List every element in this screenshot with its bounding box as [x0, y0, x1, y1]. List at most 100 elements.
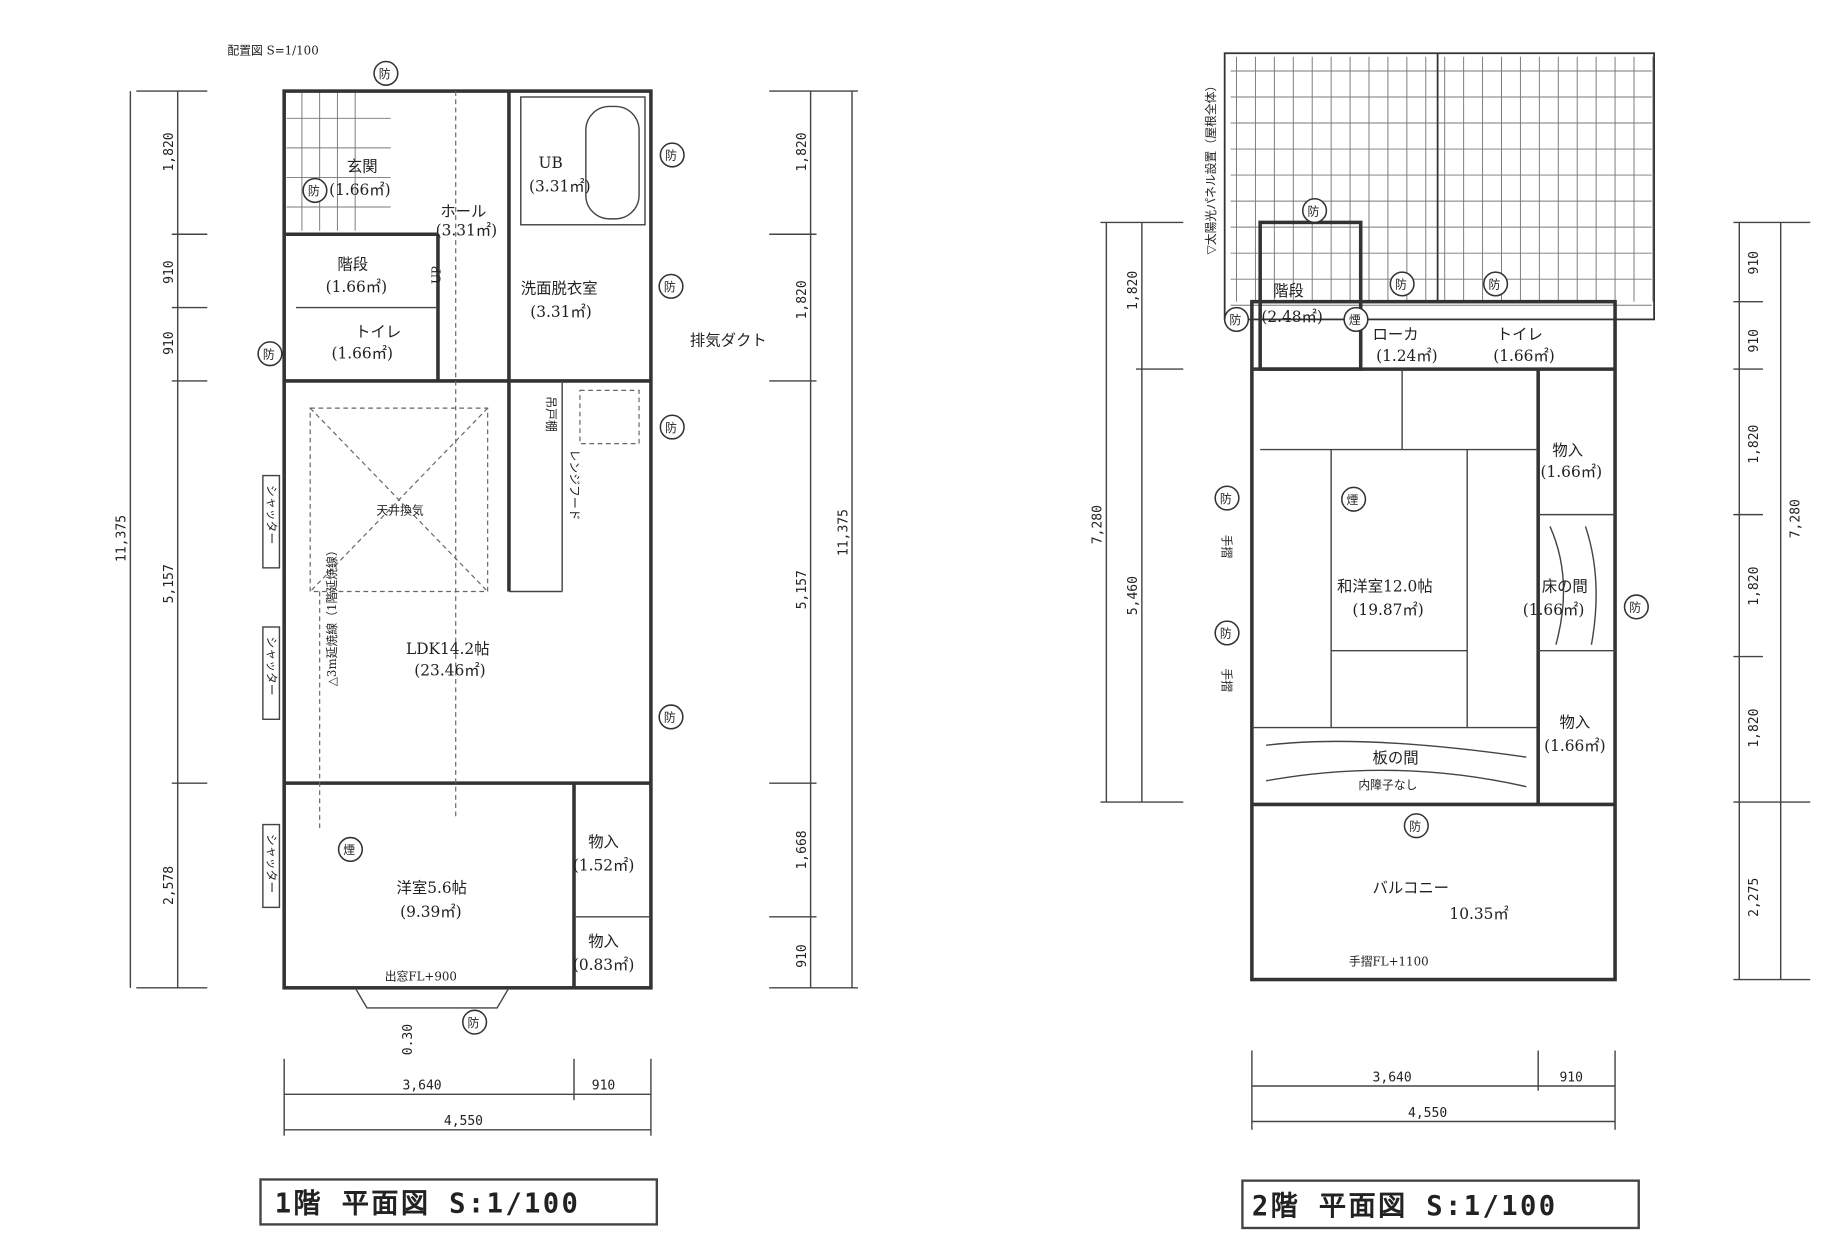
- smoke-detector-mark: 煙: [1341, 486, 1367, 512]
- room-closet2-name: 物入: [588, 932, 619, 950]
- security-mark: 防: [1301, 197, 1328, 224]
- security-mark: 防: [1482, 271, 1509, 297]
- shutters: シャッター シャッター シャッター: [262, 474, 281, 909]
- dim-bottom-910: 910: [592, 1079, 615, 1094]
- ceiling-vent-label: 天井換気: [376, 504, 423, 518]
- security-mark-circle: [302, 177, 328, 204]
- smoke-detector-mark-circle: [1341, 486, 1367, 512]
- f2-dim-left-1820: 1,820: [1126, 271, 1141, 310]
- dim-left-910a: 910: [162, 260, 177, 283]
- f2-woodfloor-note: 内障子なし: [1358, 778, 1417, 792]
- security-mark-circle: [659, 142, 685, 168]
- floor2-title: 2階 平面図 S:1/100: [1252, 1191, 1558, 1222]
- f2-dim-bottom-3640: 3,640: [1373, 1070, 1412, 1085]
- f2-closet1-name: 物入: [1552, 441, 1583, 459]
- security-mark-label: 防: [1229, 313, 1241, 327]
- dim-right-1668: 1,668: [795, 830, 810, 869]
- f2-dim-bottom-4550: 4,550: [1408, 1106, 1447, 1121]
- security-mark-label: 防: [1488, 278, 1500, 292]
- handrail-label: 手摺: [1219, 668, 1233, 692]
- security-mark-circle: [257, 341, 283, 367]
- security-mark: 防: [658, 704, 684, 730]
- security-mark-label: 防: [1220, 627, 1232, 641]
- smoke-detector-mark-label: 煙: [1347, 493, 1359, 507]
- f2-dim-right-910a: 910: [1747, 251, 1762, 274]
- dim-right-1820b: 1,820: [795, 280, 810, 319]
- solar-note: ▽太陽光パネル設置（屋根全体）: [1204, 80, 1218, 255]
- security-mark-circle: [658, 273, 684, 299]
- security-mark-circle: [658, 704, 684, 730]
- f2-balcony-name: バルコニー: [1373, 879, 1450, 897]
- f2-balcony-area: 10.35㎡: [1449, 905, 1508, 923]
- f2-dim-right-1820a: 1,820: [1747, 425, 1762, 464]
- security-mark-circle: [1223, 306, 1250, 333]
- security-mark-circle: [1623, 594, 1649, 620]
- security-mark-circle: [1301, 197, 1328, 224]
- dim-bottom-3640: 3,640: [402, 1079, 441, 1094]
- floor1-dimensions: [129, 90, 858, 1136]
- dim-right-total: 11,375: [836, 509, 851, 556]
- floor1-plan: 玄関 (1.66㎡) UB (3.31㎡) ホール (3.31㎡) 階段 (1.…: [115, 89, 858, 1226]
- security-mark: 防: [373, 60, 399, 86]
- f2-corridor-area: (1.24㎡): [1376, 347, 1438, 365]
- security-mark-circle: [373, 60, 399, 86]
- room-hall-area: (3.31㎡): [436, 221, 498, 239]
- roof-tiles: [1230, 56, 1654, 306]
- room-ldk-area: (23.46㎡): [414, 662, 485, 680]
- security-mark-label: 防: [308, 184, 320, 198]
- security-mark-label: 防: [664, 280, 676, 294]
- room-washroom-area: (3.31㎡): [530, 303, 592, 321]
- room-closet1-area: (1.52㎡): [573, 857, 635, 875]
- f2-main-name: 和洋室12.0帖: [1337, 578, 1433, 596]
- security-mark-circle: [1214, 620, 1240, 646]
- security-mark-label: 防: [1307, 204, 1319, 218]
- security-mark: 防: [1623, 594, 1649, 620]
- security-mark-label: 防: [1629, 601, 1641, 615]
- security-mark: 防: [1214, 485, 1240, 511]
- f2-dim-bottom-910: 910: [1559, 1070, 1582, 1085]
- entrance-tiles: [286, 92, 391, 231]
- f2-dim-right-total: 7,280: [1789, 499, 1804, 538]
- shutter-label: シャッター: [265, 485, 279, 544]
- offset-label: 0.30: [401, 1024, 416, 1055]
- f2-stairs-name: 階段: [1273, 282, 1304, 300]
- floor2-title-box: [1241, 1179, 1640, 1230]
- bay-window-label: 出窓FL+900: [385, 970, 457, 984]
- security-mark: 防: [1389, 271, 1415, 297]
- f2-closet2-area: (1.66㎡): [1544, 737, 1606, 755]
- smoke-detector-mark-label: 煙: [1349, 313, 1361, 327]
- dim-left-5157: 5,157: [162, 564, 177, 603]
- security-mark-label: 防: [665, 421, 677, 435]
- security-mark-label: 防: [468, 1016, 480, 1030]
- room-entrance-area: (1.66㎡): [329, 181, 391, 199]
- security-mark-circle: [462, 1009, 488, 1035]
- fire-line-label: △3m延焼線（1階延焼線）: [325, 544, 339, 686]
- floor1-outer-wall: [282, 89, 653, 990]
- smoke-detector-mark-label: 煙: [343, 843, 355, 857]
- f2-woodfloor-name: 板の間: [1373, 749, 1419, 767]
- room-western-name: 洋室5.6帖: [397, 879, 468, 897]
- room-stairs-area: (1.66㎡): [326, 278, 388, 296]
- room-bath-name: UB: [539, 154, 563, 172]
- f2-alcove-name: 床の間: [1542, 578, 1588, 596]
- f2-dim-right-1820b: 1,820: [1747, 567, 1762, 606]
- f2-closet1-area: (1.66㎡): [1541, 463, 1603, 481]
- security-mark: 防: [658, 273, 684, 299]
- security-mark: 防: [1214, 620, 1240, 646]
- dim-right-910: 910: [795, 944, 810, 967]
- room-western-area: (9.39㎡): [400, 903, 462, 921]
- range-hood-label: レンジフード: [567, 450, 581, 521]
- floor2-outer-wall: [1250, 299, 1617, 982]
- smoke-detector-mark-circle: [337, 836, 364, 863]
- floor1-title-box: [259, 1178, 659, 1226]
- room-washroom-name: 洗面脱衣室: [521, 279, 598, 297]
- security-mark-circle: [1389, 271, 1415, 297]
- f2-dim-left-total: 7,280: [1091, 505, 1106, 544]
- f2-toilet-area: (1.66㎡): [1493, 347, 1555, 365]
- security-mark: 防: [1403, 813, 1429, 839]
- smoke-detector-mark: 煙: [337, 836, 364, 863]
- room-closet1-name: 物入: [588, 833, 619, 851]
- security-mark-label: 防: [665, 149, 677, 163]
- security-mark-label: 防: [263, 347, 275, 361]
